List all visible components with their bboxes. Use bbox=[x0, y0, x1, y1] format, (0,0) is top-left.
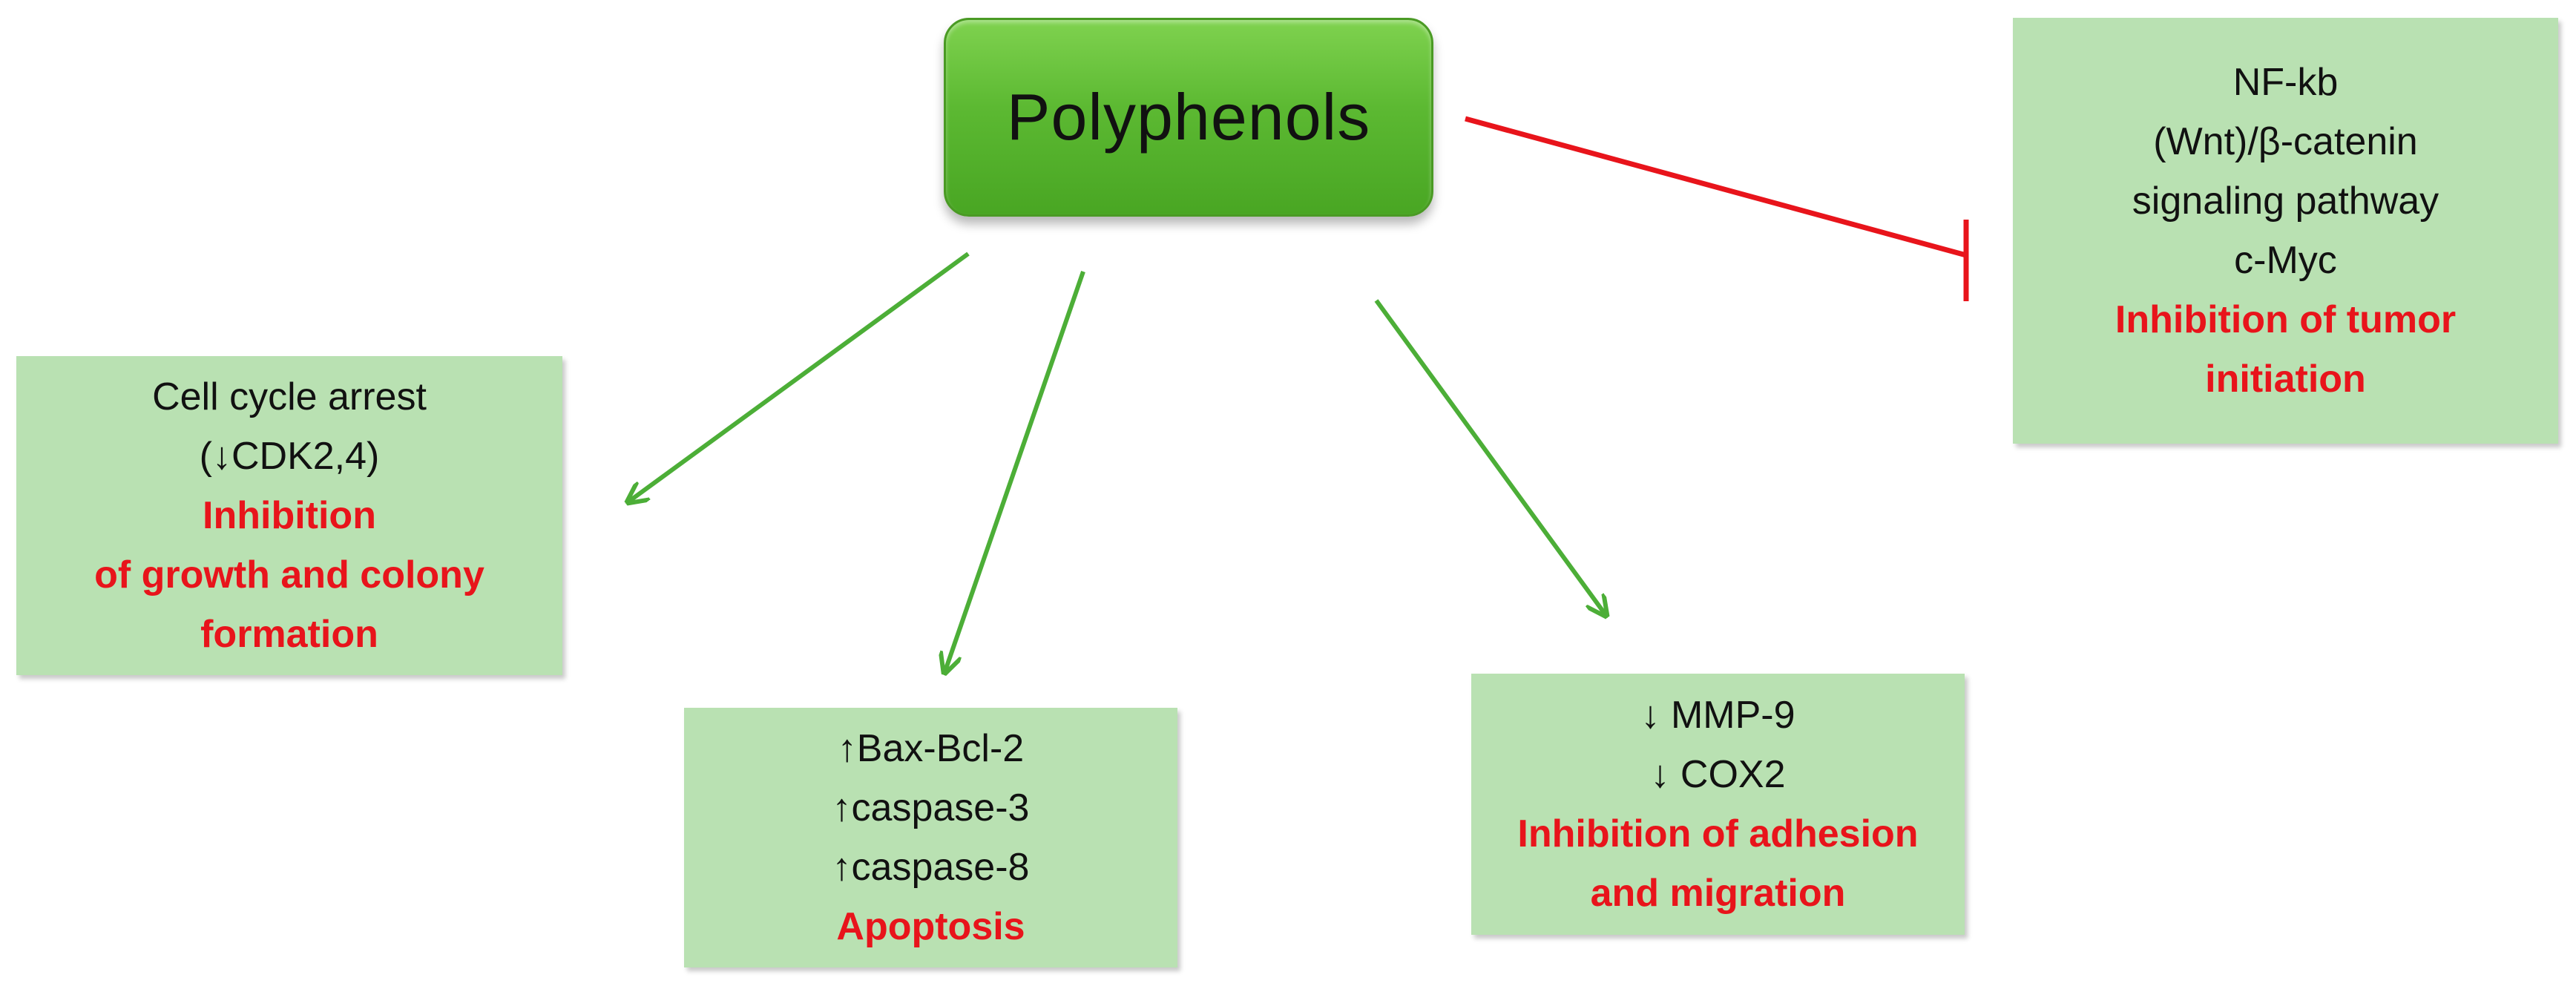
signaling-pathway-line: signaling pathway bbox=[2132, 180, 2439, 223]
tumor-effect-line: Inhibition of tumor bbox=[2115, 298, 2457, 341]
arrow-to-cell-cycle bbox=[628, 252, 970, 502]
mmp9-line: ↓ MMP-9 bbox=[1640, 694, 1795, 737]
bax-bcl2-line: ↑Bax-Bcl-2 bbox=[837, 727, 1025, 770]
arrow-to-adhesion bbox=[1374, 299, 1606, 616]
growth-effect-line: Inhibition bbox=[203, 494, 376, 537]
tumor-initiation-box: NF-kb (Wnt)/β-catenin signaling pathway … bbox=[2013, 18, 2558, 444]
adhesion-effect-line: Inhibition of adhesion bbox=[1517, 812, 1919, 855]
arrow-to-apoptosis bbox=[944, 271, 1085, 673]
caspase-8-line: ↑caspase-8 bbox=[832, 846, 1030, 889]
cdk-line: (↓CDK2,4) bbox=[199, 435, 380, 478]
adhesion-box: ↓ MMP-9 ↓ COX2 Inhibition of adhesion an… bbox=[1471, 674, 1965, 935]
nfkb-line: NF-kb bbox=[2232, 61, 2339, 104]
cox2-line: ↓ COX2 bbox=[1650, 753, 1786, 796]
cmyc-line: c-Myc bbox=[2234, 239, 2337, 282]
growth-effect-line: formation bbox=[200, 613, 378, 656]
polyphenols-node: Polyphenols bbox=[944, 18, 1433, 217]
apoptosis-box: ↑Bax-Bcl-2 ↑caspase-3 ↑caspase-8 Apoptos… bbox=[684, 708, 1177, 967]
adhesion-effect-line: and migration bbox=[1590, 872, 1846, 915]
tumor-effect-line: initiation bbox=[2205, 358, 2366, 401]
cell-cycle-line: Cell cycle arrest bbox=[152, 375, 427, 418]
wnt-catenin-line: (Wnt)/β-catenin bbox=[2153, 120, 2418, 163]
growth-effect-line: of growth and colony bbox=[94, 553, 484, 596]
polyphenols-label: Polyphenols bbox=[1006, 80, 1371, 154]
inhibition-line-to-tumor bbox=[1465, 116, 1967, 258]
cell-cycle-box: Cell cycle arrest (↓CDK2,4) Inhibition o… bbox=[16, 356, 562, 675]
apoptosis-effect-line: Apoptosis bbox=[836, 905, 1025, 948]
caspase-3-line: ↑caspase-3 bbox=[832, 786, 1030, 829]
